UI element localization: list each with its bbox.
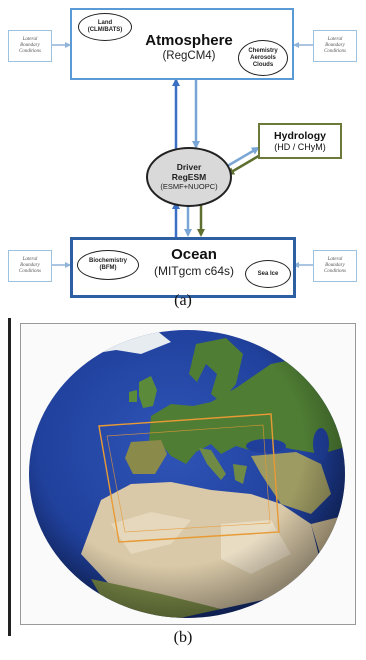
hydrology-subtitle: (HD / CHyM): [274, 141, 326, 152]
caption-b: (b): [173, 629, 193, 646]
driver-sub: (ESMF+NUOPC): [160, 182, 218, 191]
ocean-title: Ocean: [171, 246, 217, 263]
globe-map: [29, 330, 345, 618]
ocean-box: Ocean (MITgcm c64s) Biochemistry (BFM) S…: [70, 237, 296, 298]
land-component: Land (CLM/BATS): [78, 13, 132, 41]
driver-regesm: Driver RegESM (ESMF+NUOPC): [146, 147, 232, 207]
flow-arrows: [50, 42, 313, 268]
ocean-subtitle: (MITgcm c64s): [153, 264, 234, 278]
lateral-boundary-bottom-left: Lateral Boundary Conditions: [8, 250, 52, 282]
chemistry-aerosols-clouds-component: Chemistry Aerosols Clouds: [238, 40, 288, 76]
lateral-boundary-top-right: Lateral Boundary Conditions: [313, 30, 357, 62]
driver-title: Driver: [176, 162, 202, 172]
regional-domain-outline: [98, 413, 280, 543]
arrow-driver-to-hydrology: [223, 146, 260, 170]
arrow-hydrology-to-driver: [226, 152, 263, 176]
sea-ice-component: Sea Ice: [245, 260, 291, 288]
lateral-boundary-top-left: Lateral Boundary Conditions: [8, 30, 52, 62]
atmosphere-subtitle: (RegCM4): [162, 50, 216, 62]
hydrology-box: Hydrology (HD / CHyM): [258, 123, 342, 159]
hydrology-title: Hydrology: [274, 129, 326, 142]
caption-a: (a): [174, 292, 192, 309]
panel-b: (b): [0, 315, 366, 660]
biochemistry-component: Biochemistry (BFM): [77, 250, 139, 280]
panel-a: Lateral Boundary Conditions Lateral Boun…: [0, 0, 366, 310]
driver-name: RegESM: [171, 172, 207, 182]
atmosphere-title: Atmosphere: [145, 32, 233, 49]
atmosphere-box: Atmosphere (RegCM4) Land (CLM/BATS) Chem…: [70, 8, 294, 80]
map-frame: [20, 323, 356, 625]
left-rule: [8, 318, 11, 636]
lateral-boundary-bottom-right: Lateral Boundary Conditions: [313, 250, 357, 282]
